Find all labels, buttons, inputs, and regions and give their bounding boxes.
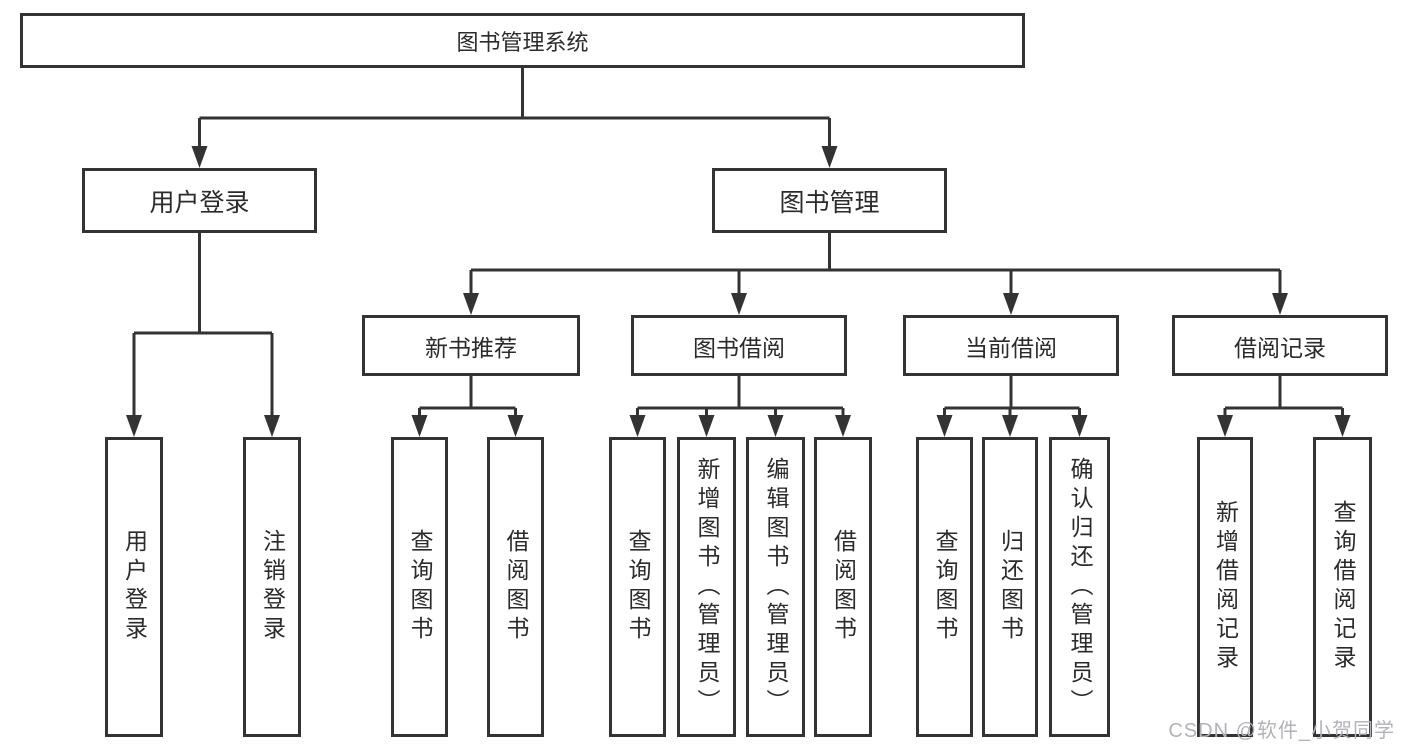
leaf-query-books-3: 查询图书 xyxy=(916,437,973,737)
leaf-add-books-admin: 新增图书（管理员） xyxy=(677,437,736,737)
leaf-query-borrow-record: 查询借阅记录 xyxy=(1313,437,1372,737)
leaf-return-books: 归还图书 xyxy=(982,437,1038,737)
leaf-user-login: 用户登录 xyxy=(105,437,163,737)
leaf-query-books: 查询图书 xyxy=(391,437,448,737)
leaf-borrow-books-2: 借阅图书 xyxy=(814,437,872,737)
root-node-system-title: 图书管理系统 xyxy=(20,13,1025,68)
node-book-borrow: 图书借阅 xyxy=(631,315,847,376)
leaf-borrow-books: 借阅图书 xyxy=(487,437,544,737)
node-user-login: 用户登录 xyxy=(82,168,317,233)
leaf-query-books-2: 查询图书 xyxy=(609,437,666,737)
leaf-confirm-return-admin: 确认归还（管理员） xyxy=(1049,437,1110,737)
node-current-borrow: 当前借阅 xyxy=(903,315,1119,376)
leaf-edit-books-admin: 编辑图书（管理员） xyxy=(746,437,805,737)
node-borrow-records: 借阅记录 xyxy=(1172,315,1388,376)
node-new-book-recommend: 新书推荐 xyxy=(362,315,580,376)
arrowheads xyxy=(126,146,1351,437)
leaf-logout: 注销登录 xyxy=(243,437,301,737)
csdn-watermark: CSDN @软件_小贺同学 xyxy=(1168,720,1395,742)
leaf-add-borrow-record: 新增借阅记录 xyxy=(1197,437,1253,737)
node-book-management: 图书管理 xyxy=(712,168,947,233)
